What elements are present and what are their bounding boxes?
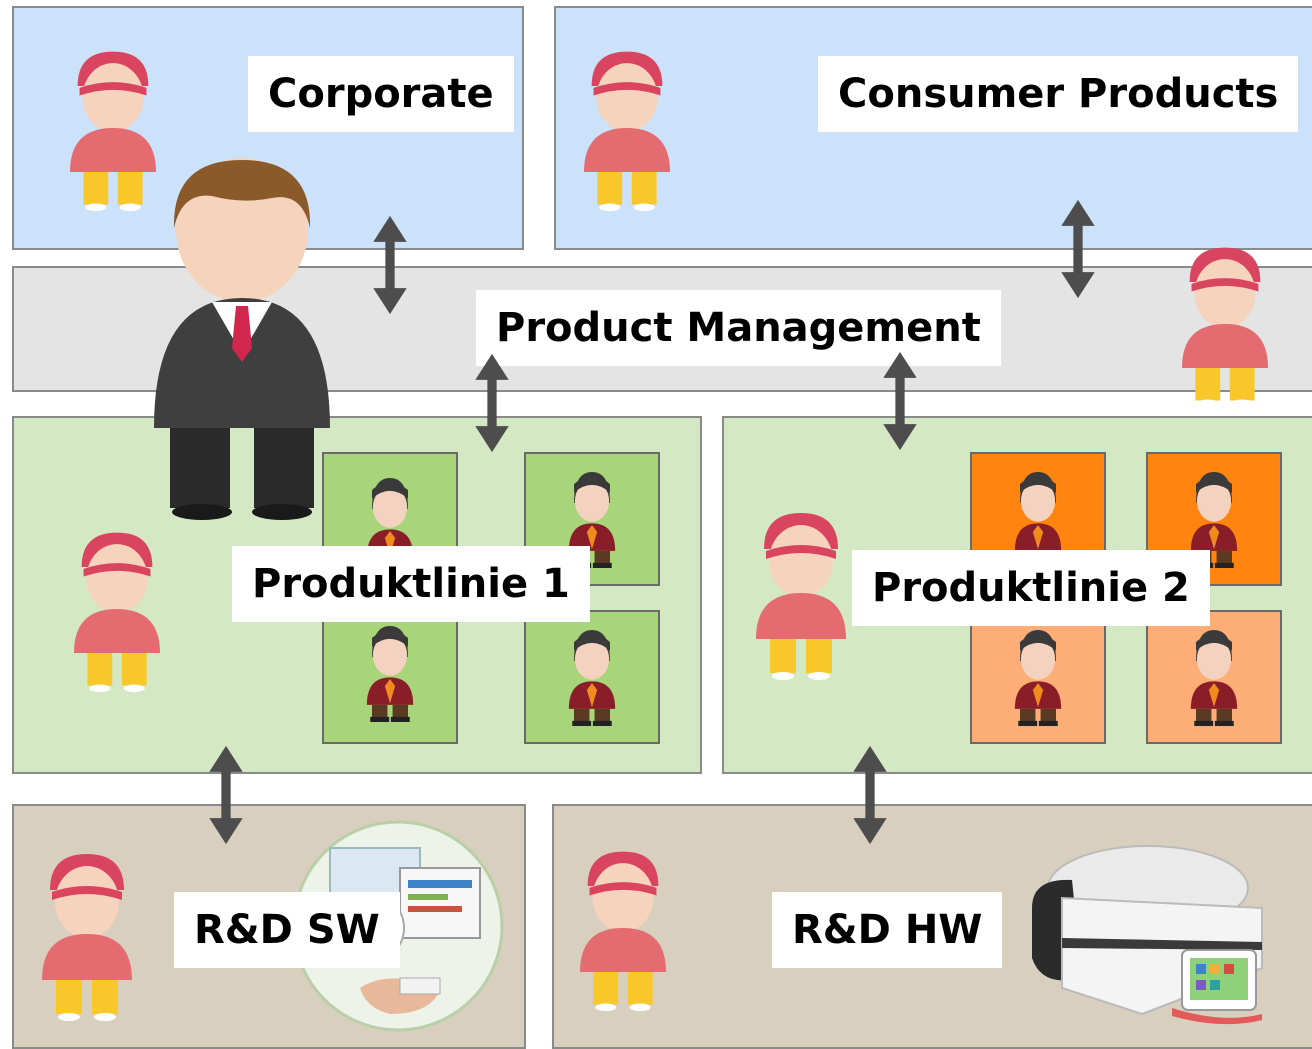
worker-icon [562,626,622,730]
corporate-label: Corporate [248,56,514,132]
produktlinie-1-label: Produktlinie 1 [232,546,590,622]
person-red-cap-icon [756,498,846,690]
person-red-cap-icon [1182,234,1268,416]
person-red-cap-icon [584,38,670,220]
team-tile [1146,610,1282,744]
furnace-device-icon [1032,845,1263,1025]
person-red-cap-icon [70,38,156,220]
worker-icon [360,622,420,726]
worker-icon [1184,626,1244,730]
bidirectional-arrow-icon [370,214,410,316]
worker-icon [1008,626,1068,730]
team-tile [524,452,660,586]
bidirectional-arrow-icon [850,744,890,846]
produktlinie-2-label: Produktlinie 2 [852,550,1210,626]
consumer-products-label: Consumer Products [818,56,1299,132]
bidirectional-arrow-icon [206,744,246,846]
person-red-cap-icon [580,826,666,1032]
team-tile [322,610,458,744]
rd-sw-label: R&D SW [174,892,400,968]
team-tile [970,610,1106,744]
person-red-cap-icon [42,832,132,1038]
bidirectional-arrow-icon [880,350,920,452]
rd-hw-label: R&D HW [772,892,1003,968]
bidirectional-arrow-icon [1058,198,1098,300]
team-tile [524,610,660,744]
product-management-label: Product Management [476,290,1001,366]
person-red-cap-icon [74,514,160,706]
manager-icon [154,158,330,520]
bidirectional-arrow-icon [472,352,512,454]
